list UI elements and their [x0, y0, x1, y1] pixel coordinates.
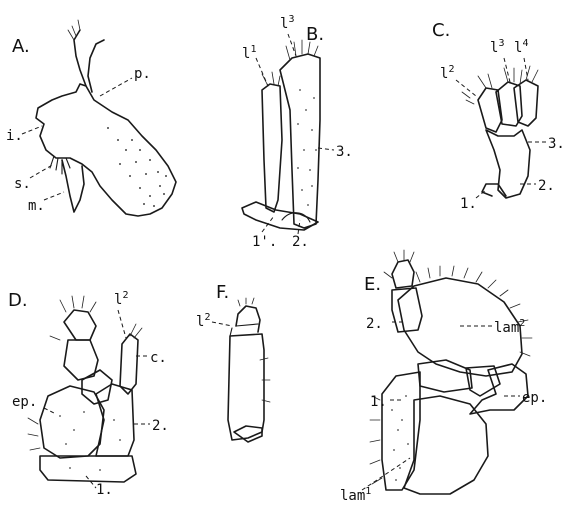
panel-c-lobe-3: [514, 80, 538, 126]
panel-e-label-lam1: lam1: [340, 486, 371, 504]
panel-b-leader-3: [318, 148, 334, 150]
panel-e-hairs: [370, 250, 532, 484]
panel-c-stem: [486, 130, 530, 198]
panel-b-label-2: 2.: [292, 234, 309, 250]
panel-a-leader-s: [30, 164, 54, 178]
panel-a-molar: [62, 160, 84, 212]
panel-a-label-i: i.: [6, 128, 23, 144]
panel-e-label-1: 1.: [370, 394, 387, 410]
panel-c: C. l3 l4 l2 3. 2. 1.: [432, 20, 565, 212]
panel-f-segment: [228, 334, 264, 440]
panel-b-label-1prime: 1'.: [252, 234, 277, 250]
panel-a-leader-p: [100, 78, 132, 96]
panel-a-leader-m: [44, 192, 64, 200]
panel-e-epipodite: [470, 364, 528, 414]
panel-a-mandible: [36, 84, 176, 216]
panel-a-label-s: s.: [14, 176, 31, 192]
panel-d-hairs: [28, 296, 142, 450]
panel-e-palp-tip: [392, 260, 414, 288]
panel-a-process: [74, 30, 104, 92]
panel-b-blade: [280, 54, 320, 228]
panel-b-leader-1prime: [262, 216, 274, 232]
panel-a-label-p: p.: [134, 66, 151, 82]
panel-d-label-l2: l2: [114, 290, 128, 308]
panel-a-tip-hairs: [68, 20, 80, 40]
panel-d-epipodite: [40, 386, 104, 458]
panel-f-title: F.: [216, 282, 229, 303]
panel-c-label-l4: l4: [514, 38, 528, 56]
panel-c-label-3: 3.: [548, 136, 565, 152]
panel-b-base: [242, 202, 318, 230]
panel-c-hairs: [462, 66, 538, 104]
panel-d-label-ep: ep.: [12, 394, 37, 410]
panel-e-plate-a: [418, 360, 472, 392]
panel-a-leader-i: [22, 126, 42, 134]
panel-c-leader-l4: [524, 58, 528, 80]
panel-b-stipple: [297, 89, 317, 206]
panel-e-label-2: 2.: [366, 316, 383, 332]
panel-b-title: B.: [306, 24, 324, 45]
panel-d-label-c: c.: [150, 350, 167, 366]
panel-c-leader-1: [476, 190, 486, 198]
panel-c-label-2: 2.: [538, 178, 555, 194]
panel-b-inner-lobe: [262, 84, 282, 212]
panel-d-galea: [120, 334, 138, 394]
panel-c-title: C.: [432, 20, 450, 41]
panel-f-hairs: [238, 298, 270, 402]
panel-c-leader-l2: [456, 80, 476, 96]
panel-d-leader-ep: [44, 408, 56, 414]
panel-d-stipes: [96, 384, 134, 456]
panel-b-hairs: [262, 40, 318, 86]
panel-b-label-3: 3.: [336, 144, 353, 160]
panel-a: A. p. i. s. m.: [6, 20, 176, 216]
panel-c-label-l3: l3: [490, 38, 504, 56]
panel-f: F. l2: [196, 282, 270, 442]
panel-d-palp-1: [64, 310, 96, 340]
panel-b-label-l1: l1: [242, 44, 256, 62]
panel-d: D. l2 c. ep. 2. 1.: [8, 290, 169, 498]
panel-f-leader-l2: [212, 322, 232, 326]
panel-d-title: D.: [8, 290, 28, 311]
panel-e: E. 2. lam2 1. ep. lam1: [340, 250, 547, 504]
panel-d-leader-l2: [118, 310, 126, 338]
panel-d-stipple: [59, 411, 121, 471]
panel-e-palp-segment: [392, 288, 422, 332]
panel-d-label-2: 2.: [152, 418, 169, 434]
panel-c-lobe-1: [478, 88, 502, 132]
panel-e-title: E.: [364, 274, 381, 295]
panel-e-stipple: [391, 395, 409, 481]
panel-f-label-l2: l2: [196, 312, 210, 330]
panel-a-stipple: [107, 127, 167, 207]
panel-d-label-1: 1.: [96, 482, 113, 498]
panel-c-label-l2: l2: [440, 64, 454, 82]
panel-f-tip: [236, 306, 260, 332]
panel-e-label-ep: ep.: [522, 390, 547, 406]
panel-b-label-l3: l3: [280, 14, 294, 32]
panel-a-label-m: m.: [28, 198, 45, 214]
panel-c-label-1: 1.: [460, 196, 477, 212]
panel-b: B. l3 l1 3. 1'. 2.: [242, 14, 353, 250]
panel-a-title: A.: [12, 36, 30, 57]
